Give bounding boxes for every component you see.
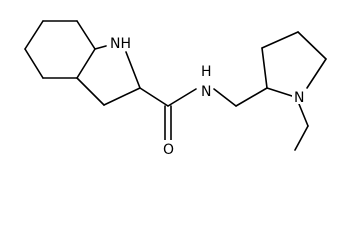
bond-ring-2 bbox=[76, 20, 96, 50]
bond-n1-c7a bbox=[94, 45, 107, 50]
atom-labels-group: NH N H O N bbox=[108, 34, 306, 157]
amide-n-label: N bbox=[201, 84, 211, 100]
bond-c3-c3a bbox=[76, 77, 105, 106]
carbonyl-o-label: O bbox=[163, 142, 174, 157]
bond-pyr-3 bbox=[297, 31, 327, 60]
nh-ring-mask bbox=[108, 34, 130, 50]
nh-ring-label: NH bbox=[110, 36, 131, 52]
pyrrolidine-n-mask bbox=[292, 88, 306, 104]
amide-h-mask bbox=[198, 62, 212, 78]
amide-h-label: H bbox=[201, 64, 212, 80]
bond-ch2-c2p bbox=[235, 87, 268, 107]
bond-n-ethyl-2 bbox=[294, 125, 309, 151]
amide-n-mask bbox=[198, 82, 212, 98]
bond-ring-6 bbox=[24, 20, 44, 50]
bond-n-ethyl-1 bbox=[298, 103, 309, 127]
bond-ring-5 bbox=[24, 48, 44, 79]
bond-pyr-1 bbox=[261, 47, 268, 89]
carbonyl-o-mask bbox=[161, 140, 175, 156]
bond-ring-3 bbox=[76, 48, 96, 79]
bond-pyr-2 bbox=[261, 31, 299, 49]
bond-c2-carbonyl bbox=[139, 87, 169, 107]
bond-nh-ch2 bbox=[213, 88, 237, 107]
bond-c2-c3 bbox=[103, 87, 141, 106]
bond-pyr-4 bbox=[306, 58, 327, 89]
chemical-structure-diagram: NH N H O N bbox=[24, 20, 327, 157]
bond-n1-c2 bbox=[125, 51, 141, 89]
bond-carbonyl-nh bbox=[167, 88, 197, 107]
bonds-group bbox=[24, 20, 327, 151]
pyrrolidine-n-label: N bbox=[294, 90, 304, 106]
bond-pyr-5 bbox=[266, 87, 293, 97]
